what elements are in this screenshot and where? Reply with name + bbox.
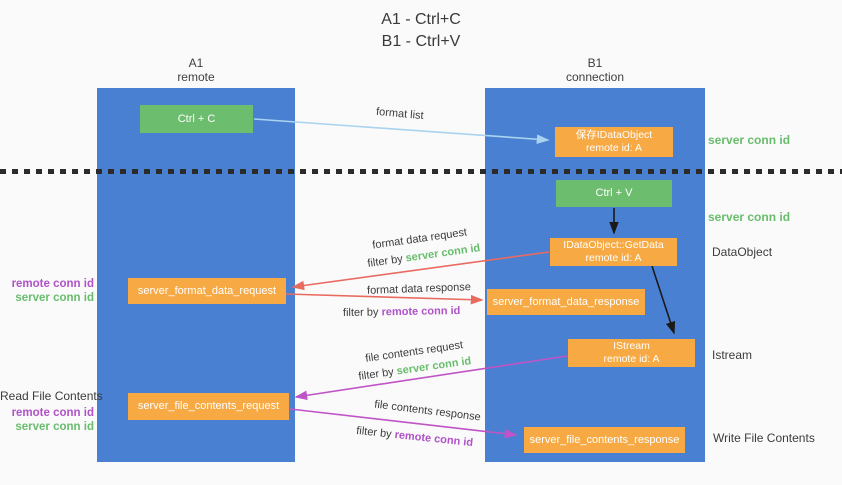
node-save-dataobject-line2: remote id: A: [585, 142, 643, 154]
lane-a1-name: A1: [188, 56, 204, 70]
label-remote-conn-id-2: remote conn id: [11, 407, 94, 419]
filter-remote-conn-id-1: remote conn id: [381, 304, 461, 319]
filter-by-text-2: filter by: [342, 306, 382, 320]
label-write-file-contents: Write File Contents: [713, 431, 815, 445]
node-server-format-data-response: server_format_data_response: [487, 289, 645, 315]
label-server-conn-id-mid: server conn id: [708, 210, 791, 224]
title-line-1: A1 - Ctrl+C: [381, 11, 461, 28]
label-group-file-request: Read File Contents remote conn id server…: [0, 389, 103, 434]
node-server-file-contents-response-label: server_file_contents_response: [529, 433, 680, 446]
node-istream-line2: remote id: A: [603, 353, 660, 365]
label-istream: Istream: [712, 348, 753, 362]
label-read-file-contents: Read File Contents: [0, 389, 103, 403]
dotted-separator-line: [0, 169, 842, 174]
label-server-conn-id-1: server conn id: [15, 292, 94, 304]
label-server-conn-id-2: server conn id: [15, 421, 94, 433]
lane-b1-header: B1 connection: [545, 56, 645, 84]
title-line-2: B1 - Ctrl+V: [381, 33, 461, 50]
lane-b1-name: B1: [587, 56, 603, 70]
node-server-format-data-request: server_format_data_request: [128, 278, 286, 304]
filter-remote-conn-id-2: remote conn id: [393, 428, 474, 450]
edge-label-file-contents-response: file contents response: [373, 398, 482, 424]
label-remote-conn-id-1: remote conn id: [11, 278, 94, 290]
filter-by-text-1: filter by: [366, 252, 407, 270]
lane-b1-subtitle: connection: [565, 70, 625, 84]
edge-label-format-list: format list: [375, 105, 425, 123]
node-getdata-line2: remote id: A: [585, 252, 642, 264]
node-server-file-contents-request: server_file_contents_request: [128, 393, 289, 420]
diagram-title: A1 - Ctrl+C B1 - Ctrl+V: [0, 9, 842, 53]
filter-by-text-4: filter by: [355, 424, 396, 441]
node-ctrl-v-label: Ctrl + V: [595, 187, 633, 199]
edge-label-filter-remote-1: filter by remote conn id: [343, 305, 461, 319]
node-getdata-line1: IDataObject::GetData: [563, 239, 664, 251]
node-getdata: IDataObject::GetData remote id: A: [550, 238, 677, 266]
filter-by-text-3: filter by: [357, 365, 398, 383]
edge-label-filter-remote-2: filter by remote conn id: [356, 425, 474, 449]
node-ctrl-v: Ctrl + V: [556, 180, 672, 207]
node-server-file-contents-response: server_file_contents_response: [524, 427, 685, 453]
node-istream: IStream remote id: A: [568, 339, 695, 367]
node-server-format-data-response-label: server_format_data_response: [492, 295, 640, 308]
node-ctrl-c-label: Ctrl + C: [177, 112, 216, 125]
node-server-file-contents-request-label: server_file_contents_request: [137, 400, 280, 412]
edge-label-format-data-response: format data response: [366, 281, 472, 297]
lane-a1-subtitle: remote: [177, 70, 215, 84]
node-server-format-data-request-label: server_format_data_request: [137, 284, 277, 297]
node-istream-line1: IStream: [613, 340, 650, 352]
label-dataobject: DataObject: [712, 245, 773, 259]
label-group-format-request: remote conn id server conn id: [0, 277, 94, 305]
lane-a1-header: A1 remote: [146, 56, 246, 84]
node-save-dataobject: 保存IDataObject remote id: A: [555, 127, 673, 157]
node-save-dataobject-line1: 保存IDataObject: [575, 129, 653, 141]
label-server-conn-id-top: server conn id: [708, 133, 791, 147]
node-ctrl-c: Ctrl + C: [140, 105, 253, 133]
